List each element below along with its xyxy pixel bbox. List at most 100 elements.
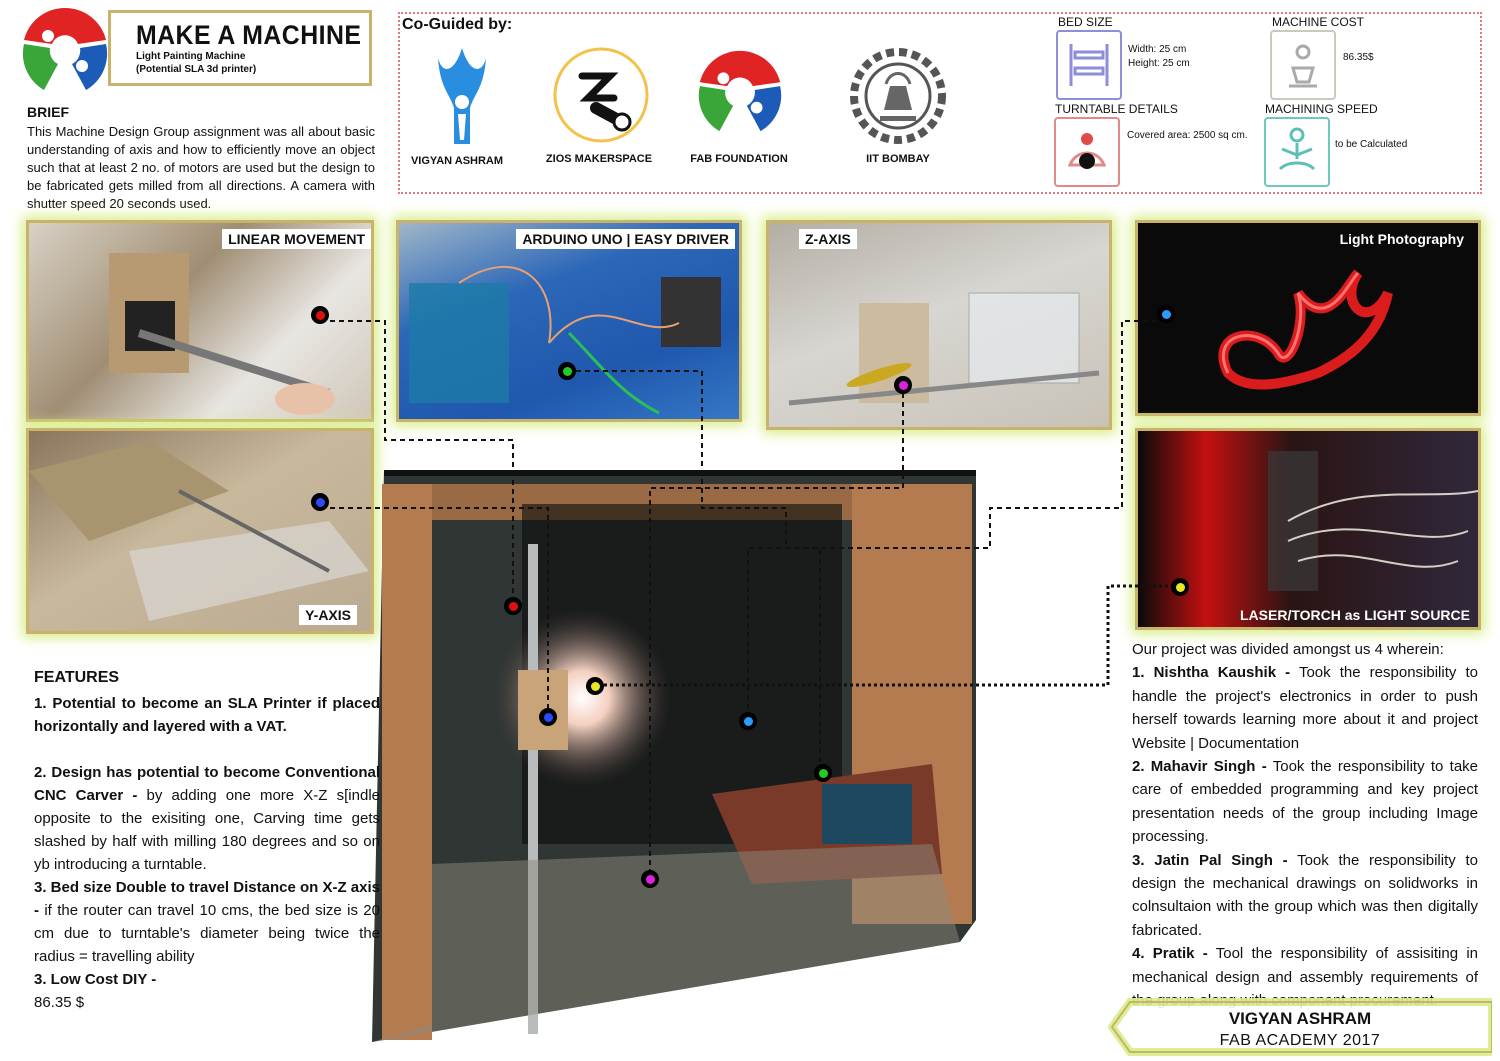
machine-cost-value: 86.35$ xyxy=(1343,52,1374,63)
machining-speed-label: MACHINING SPEED xyxy=(1265,102,1378,116)
guided-box xyxy=(398,12,1482,194)
panel-y-axis: Y-AXIS xyxy=(26,428,374,634)
machine-dot-yellow-core xyxy=(590,681,600,691)
machine-photo-art xyxy=(372,470,976,1042)
bed-size-label: BED SIZE xyxy=(1058,15,1113,29)
page-subtitle: Light Painting Machine (Potential SLA 3d… xyxy=(136,50,256,76)
bed-size-values: Width: 25 cm Height: 25 cm xyxy=(1128,43,1190,71)
arduino-photo-art xyxy=(409,265,721,415)
footer-line-2: FAB ACADEMY 2017 xyxy=(1219,1032,1381,1049)
marker-dot-yellow xyxy=(1171,578,1189,596)
panel-label-laser: LASER/TORCH as LIGHT SOURCE xyxy=(1240,607,1470,623)
title-box xyxy=(108,10,372,86)
machine-dot-yellow xyxy=(586,677,604,695)
footer-frame xyxy=(1107,998,1496,1056)
feature-spacer xyxy=(34,738,380,761)
fab-foundation-logo xyxy=(694,46,786,143)
team-member-1: 1. Nishtha Kaushik - Took the responsibi… xyxy=(1132,661,1478,755)
vigyan-ashram-logo xyxy=(432,44,492,153)
features-heading: FEATURES xyxy=(34,669,120,686)
feature-2-text: by adding one more X-Z s[indle opposite … xyxy=(34,787,380,873)
subtitle-line-2: (Potential SLA 3d printer) xyxy=(136,64,257,75)
marker-dot-magenta xyxy=(894,376,912,394)
subtitle-line-1: Light Painting Machine xyxy=(136,51,246,62)
feature-1: 1. Potential to become an SLA Printer if… xyxy=(34,692,380,738)
panel-label-linear: LINEAR MOVEMENT xyxy=(222,229,371,249)
machine-dot-red-core xyxy=(508,601,518,611)
marker-dot-lightblue xyxy=(1157,305,1175,323)
marker-dot-blue xyxy=(311,493,329,511)
member-1-name: 1. Nishtha Kaushik - xyxy=(1132,664,1291,682)
panel-z-axis: Z-AXIS xyxy=(766,220,1112,430)
marker-dot-yellow-core xyxy=(1175,582,1185,592)
zios-logo xyxy=(552,46,650,149)
feature-3-text: if the router can travel 10 cms, the bed… xyxy=(34,902,380,965)
logo-label-fab-foundation: FAB FOUNDATION xyxy=(690,153,788,165)
member-2-name: 2. Mahavir Singh - xyxy=(1132,758,1267,776)
member-3-name: 3. Jatin Pal Singh - xyxy=(1132,851,1288,869)
light-trail-art xyxy=(1218,269,1393,390)
main-machine-photo xyxy=(372,464,978,1042)
machine-dot-magenta xyxy=(641,870,659,888)
machine-dot-lightblue xyxy=(739,712,757,730)
panel-label-arduino: ARDUINO UNO | EASY DRIVER xyxy=(516,229,735,249)
marker-dot-green-core xyxy=(562,366,572,376)
marker-dot-green xyxy=(558,362,576,380)
turntable-label: TURNTABLE DETAILS xyxy=(1055,102,1178,116)
linear-photo-art xyxy=(109,253,335,415)
bed-size-icon xyxy=(1056,30,1122,100)
member-1-text: Took the responsibility to handle the pr… xyxy=(1132,664,1478,752)
panel-label-light: Light Photography xyxy=(1339,231,1464,247)
page-title: MAKE A MACHINE xyxy=(136,20,362,50)
machine-cost-icon xyxy=(1270,30,1336,100)
feature-4: 3. Low Cost DIY - xyxy=(34,968,380,991)
feature-2: 2. Design has potential to become Conven… xyxy=(34,761,380,876)
member-2-text: Took the responsibility to take care of … xyxy=(1132,758,1479,846)
feature-1-text: 1. Potential to become an SLA Printer if… xyxy=(34,695,380,735)
bed-width: Width: 25 cm xyxy=(1128,44,1187,55)
turntable-value: Covered area: 2500 sq cm. xyxy=(1127,130,1248,141)
team-intro: Our project was divided amongst us 4 whe… xyxy=(1132,641,1444,658)
laser-photo-art xyxy=(1268,451,1478,591)
logo-label-zios: ZIOS MAKERSPACE xyxy=(545,153,653,165)
panel-laser-torch: LASER/TORCH as LIGHT SOURCE xyxy=(1135,428,1481,630)
team-member-2: 2. Mahavir Singh - Took the responsibili… xyxy=(1132,755,1478,849)
machine-dot-magenta-core xyxy=(645,874,655,884)
yaxis-photo-art xyxy=(29,441,369,621)
bed-height: Height: 25 cm xyxy=(1128,58,1190,69)
machine-dot-green xyxy=(814,764,832,782)
turntable-icon xyxy=(1054,117,1120,187)
marker-dot-blue-core xyxy=(315,497,325,507)
machine-cost-label: MACHINE COST xyxy=(1272,15,1365,29)
footer-badge xyxy=(1107,998,1496,1056)
feature-2-title: 2. Design has potential to become Conven… xyxy=(34,764,380,804)
machine-dot-blue xyxy=(539,708,557,726)
panel-label-yaxis: Y-AXIS xyxy=(299,605,357,625)
marker-dot-magenta-core xyxy=(898,380,908,390)
machining-speed-value: to be Calculated xyxy=(1335,139,1408,150)
panel-arduino: ARDUINO UNO | EASY DRIVER xyxy=(396,220,742,422)
footer-line-1: VIGYAN ASHRAM xyxy=(1228,1009,1372,1028)
feature-3-title: 3. Bed size Double to travel Distance on… xyxy=(34,879,380,919)
brief-heading: BRIEF xyxy=(27,104,69,120)
panel-label-zaxis: Z-AXIS xyxy=(799,229,857,249)
team-member-3: 3. Jatin Pal Singh - Took the responsibi… xyxy=(1132,849,1478,943)
marker-dot-red xyxy=(311,306,329,324)
marker-dot-lightblue-core xyxy=(1161,309,1171,319)
logo-label-iit-bombay: IIT BOMBAY xyxy=(866,153,930,165)
panel-light-photography: Light Photography xyxy=(1135,220,1481,416)
fab-lab-logo xyxy=(18,4,112,101)
machine-dot-green-core xyxy=(818,768,828,778)
machine-dot-red xyxy=(504,597,522,615)
machining-speed-icon xyxy=(1264,117,1330,187)
member-4-name: 4. Pratik - xyxy=(1132,945,1208,963)
machine-dot-blue-core xyxy=(543,712,553,722)
brief-text: This Machine Design Group assignment was… xyxy=(27,124,375,211)
zaxis-photo-art xyxy=(788,292,1100,406)
team-section: Our project was divided amongst us 4 whe… xyxy=(1132,638,1478,1013)
feature-4-text: 86.35 $ xyxy=(34,994,85,1011)
member-3-text: Took the responsibility to design the me… xyxy=(1132,851,1479,939)
guided-heading: Co-Guided by: xyxy=(402,16,513,33)
marker-dot-red-core xyxy=(315,310,325,320)
feature-4-title: 3. Low Cost DIY - xyxy=(34,971,157,988)
